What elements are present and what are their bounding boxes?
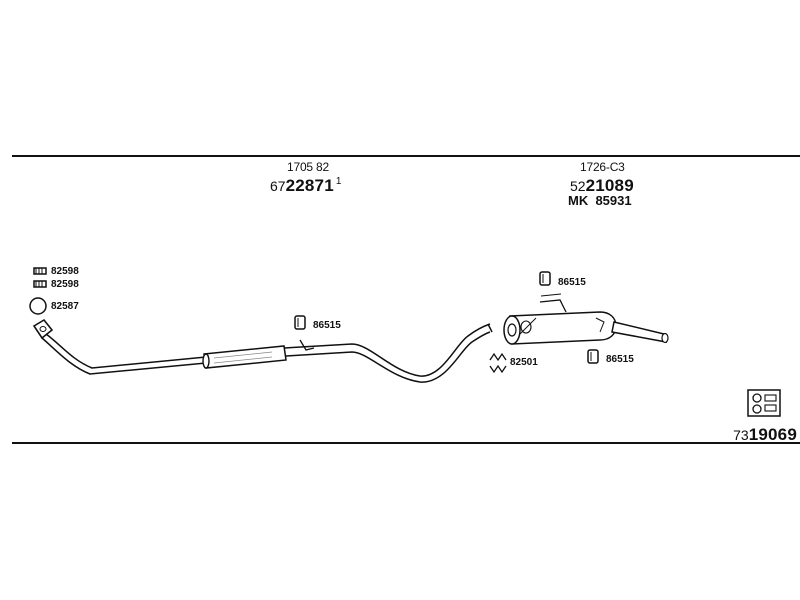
section-1-ref: 1705 82 bbox=[287, 160, 329, 174]
section-2-part-number[interactable]: 5221089 bbox=[570, 176, 634, 196]
section-1-suffix: 1 bbox=[335, 176, 342, 187]
kit-prefix: 73 bbox=[733, 427, 749, 443]
tail-pipe[interactable] bbox=[611, 321, 669, 344]
front-flange bbox=[32, 318, 54, 340]
gasket-icon[interactable] bbox=[29, 297, 47, 315]
section-2-mk: MK 85931 bbox=[568, 193, 632, 208]
kit-part-number[interactable]: 7319069 bbox=[733, 425, 797, 445]
hanger-label: 86515 bbox=[313, 320, 341, 331]
hanger-rubber-icon[interactable] bbox=[587, 349, 599, 364]
rear-hanger-bracket bbox=[539, 299, 567, 313]
section-1-prefix: 67 bbox=[270, 178, 286, 194]
section-2-ref: 1726-C3 bbox=[580, 160, 625, 174]
section-1-main: 22871 bbox=[285, 176, 334, 195]
clamp-label: 82598 bbox=[51, 266, 79, 277]
clamp-icon[interactable] bbox=[33, 280, 47, 288]
intermediate-pipe[interactable] bbox=[283, 323, 493, 383]
hanger-rubber-icon[interactable] bbox=[294, 315, 306, 330]
middle-silencer[interactable] bbox=[202, 345, 287, 369]
bottom-divider bbox=[12, 442, 800, 444]
hanger-label: 86515 bbox=[558, 277, 586, 288]
gasket-label: 82587 bbox=[51, 301, 79, 312]
hanger-rubber-icon[interactable] bbox=[539, 271, 551, 286]
section-2-prefix: 52 bbox=[570, 178, 586, 194]
hanger-label: 86515 bbox=[606, 354, 634, 365]
section-2-main: 21089 bbox=[585, 176, 634, 195]
clamp-icon[interactable] bbox=[33, 267, 47, 275]
rear-silencer[interactable] bbox=[503, 311, 617, 345]
clamp-label: 82501 bbox=[510, 357, 538, 368]
rear-clamp-icon[interactable] bbox=[489, 352, 507, 374]
top-divider bbox=[12, 155, 800, 157]
middle-hanger-bracket bbox=[299, 339, 315, 351]
kit-main: 19069 bbox=[748, 425, 797, 444]
exhaust-kit-icon[interactable] bbox=[747, 389, 781, 417]
clamp-label: 82598 bbox=[51, 279, 79, 290]
front-pipe[interactable] bbox=[41, 333, 207, 375]
